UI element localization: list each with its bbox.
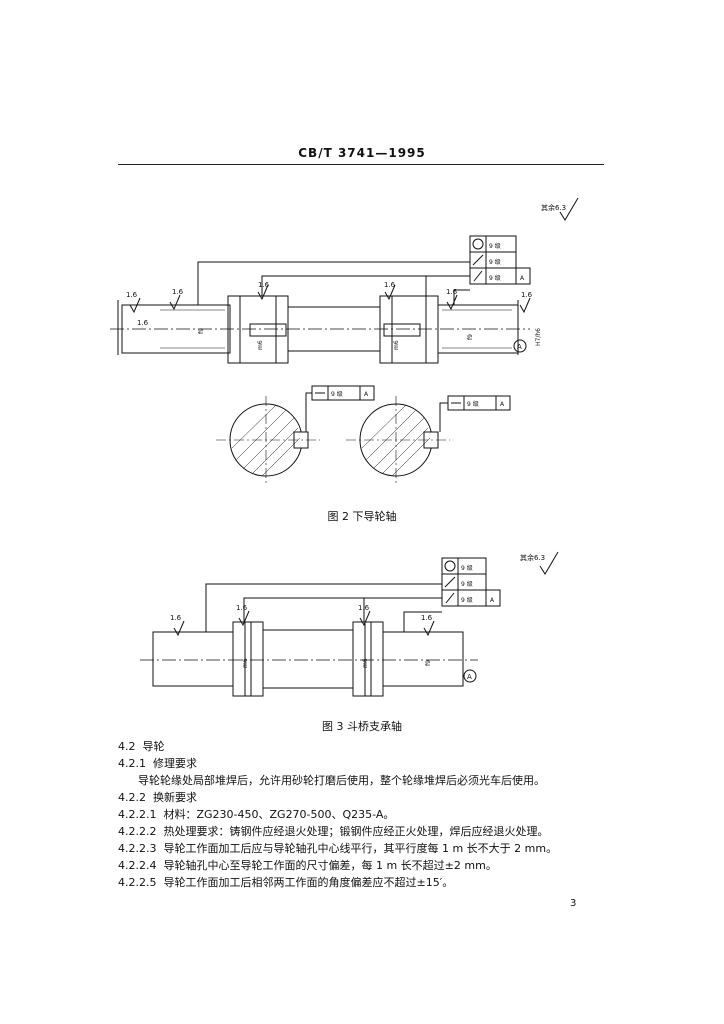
page-number: 3 [570,898,577,909]
section-4-2-2-5: 4.2.2.5 导轮工作面加工后相邻两工作面的角度偏差应不超过±15′。 [118,876,454,889]
figure-3-caption: 图 3 斗桥支承轴 [322,720,402,733]
fig2-datum: A [517,343,522,351]
fig2-tol-3: 9 级 [489,274,501,282]
fig2-key-datum-1: A [364,391,369,398]
section-4-2-2-4: 4.2.2.4 导轮轴孔中心至导轮工作面的尺寸偏差，每 1 m 长不超过±2 m… [118,859,497,872]
fig3-dim-m6a: m6 [242,658,249,668]
figure-2-caption: 图 2 下导轮轴 [327,510,397,523]
section-4-2-2-1: 4.2.2.1 材料：ZG230-450、ZG270-500、Q235-A。 [118,808,395,821]
fig3-ra-2: 1.6 [236,604,248,612]
fig2-dim-m6b: m6 [393,340,400,350]
fig3-tol-2: 9 级 [461,580,473,588]
paragraph-4-2-1: 导轮轮缘处局部堆焊后，允许用砂轮打磨后使用，整个轮缘堆焊后必须光车后使用。 [138,774,545,787]
fig3-ra-1: 1.6 [170,614,182,622]
fig2-ra-3: 1.6 [258,281,270,289]
fig2-ra-7: 1.6 [137,319,149,327]
body-text: 4.2 导轮 4.2.1 修理要求 导轮轮缘处局部堆焊后，允许用砂轮打磨后使用，… [118,738,618,891]
fig2-dim-f9: f9 [198,328,205,334]
fig2-ra-5: 1.6 [446,288,458,296]
fig2-ra-1: 1.6 [126,291,138,299]
fig3-datum: A [467,673,472,681]
fig3-tol-3: 9 级 [461,596,473,604]
section-4-2: 4.2 导轮 [118,740,165,753]
fig2-ra-6: 1.6 [521,291,533,299]
page-header: CB/T 3741—1995 [298,146,426,160]
fig2-datum-box: A [520,275,525,282]
fig3-ra-3: 1.6 [358,604,370,612]
header-rule [118,164,604,165]
fig2-key-grade-2: 9 级 [467,400,479,408]
section-4-2-2: 4.2.2 换新要求 [118,791,197,804]
fig3-datum-box: A [490,597,495,604]
section-4-2-2-2: 4.2.2.2 热处理要求：铸钢件应经退火处理；锻钢件应经正火处理，焊后应经退火… [118,825,549,838]
fig3-ra-4: 1.6 [421,614,433,622]
section-4-2-1: 4.2.1 修理要求 [118,757,197,770]
fig3-rest-mark: 其余6.3 [520,553,545,562]
fig2-rest-mark: 其余6.3 [541,203,566,212]
fig3-tol-1: 9 级 [461,564,473,572]
fig2-dim-m6a: m6 [257,340,264,350]
fig2-dim-f9b: f9 [467,334,474,340]
fig2-key-datum-2: A [500,401,505,408]
fig2-dim-h7: H7/h6 [535,328,542,346]
fig3-dim-f9: f9 [425,660,432,666]
fig2-tol-2: 9 级 [489,258,501,266]
fig2-ra-2: 1.6 [172,288,184,296]
fig3-dim-m6b: m6 [362,658,369,668]
fig2-tol-1: 9 级 [489,242,501,250]
section-4-2-2-3: 4.2.2.3 导轮工作面加工后应与导轮轴孔中心线平行，其平行度每 1 m 长不… [118,842,558,855]
fig2-ra-4: 1.6 [384,281,396,289]
fig2-key-grade-1: 9 级 [331,390,343,398]
